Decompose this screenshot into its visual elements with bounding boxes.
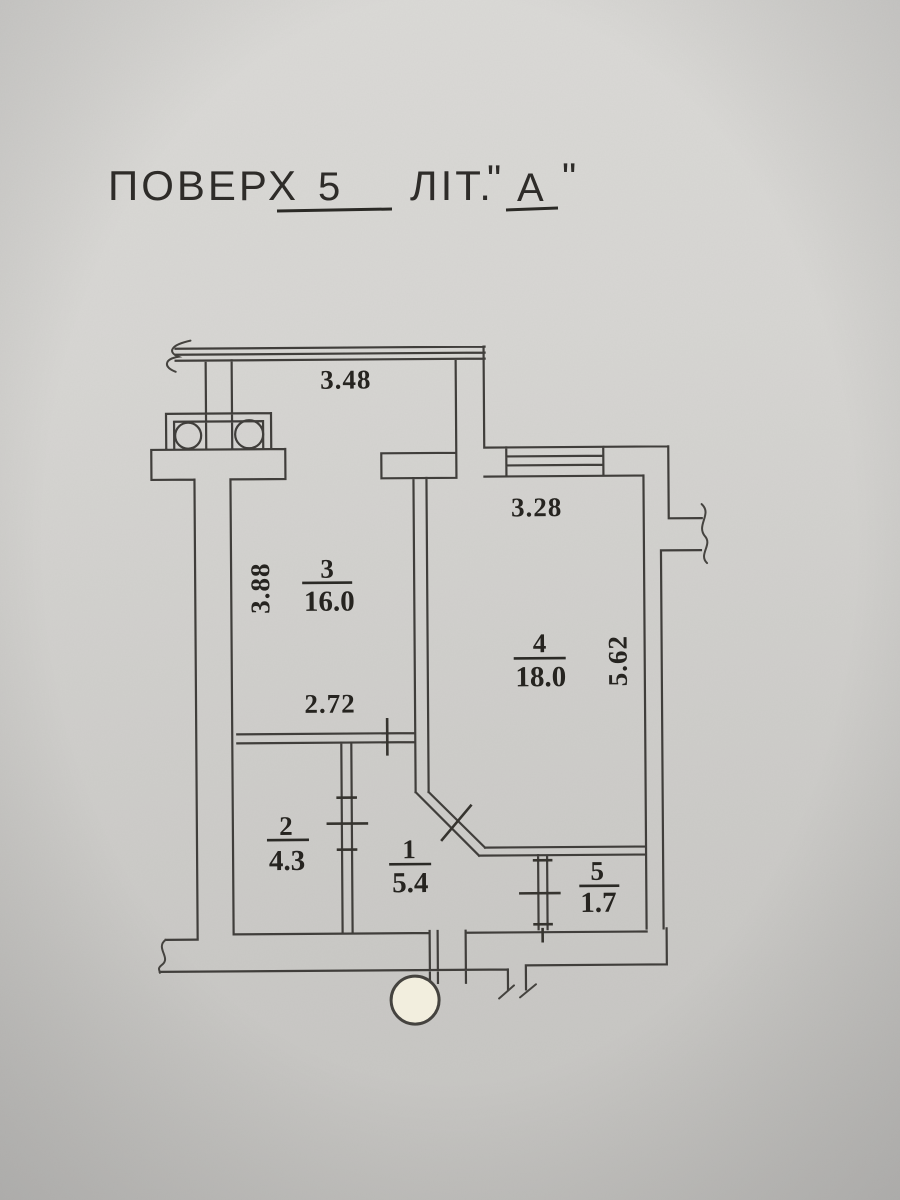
room-label-3: 3 16.0 [302,554,355,618]
door-opening-ticks [326,717,561,943]
letter-label: ЛІТ. [410,162,494,209]
room-number: 1 [402,834,416,864]
dimension-labels: 3.48 3.28 3.88 5.62 2.72 [245,364,633,719]
plan: 3.48 3.28 3.88 5.62 2.72 3 16.0 4 18.0 2… [150,339,709,1026]
room-area: 4.3 [269,845,305,877]
stamp-circle [389,974,441,1026]
floor-label: ПОВЕРХ [108,162,299,209]
title-block: ПОВЕРХ 5 ЛІТ. " А " [108,156,576,213]
riser-pipe-icon [234,419,265,450]
room-label-2: 2 4.3 [266,811,309,877]
riser-pipe-icon [174,421,203,450]
letter-quote-open: " [487,158,501,202]
room-number: 5 [590,856,604,886]
dim-room4-height: 5.62 [603,635,633,686]
room-label-1: 1 5.4 [389,834,432,899]
room-label-4: 4 18.0 [513,628,566,693]
break-line-marks [157,339,709,1000]
room-labels: 3 16.0 4 18.0 2 4.3 1 5.4 5 [266,554,620,919]
room-area: 5.4 [392,867,428,899]
room-number: 3 [320,554,334,584]
plan-walls [150,345,703,991]
room-area: 16.0 [304,586,355,618]
letter-value-underline [505,206,559,212]
dim-room3-width: 2.72 [304,689,355,719]
floor-value: 5 [318,165,340,209]
room-area: 18.0 [515,661,566,693]
room-number: 2 [279,811,293,841]
dim-room3-height: 3.88 [245,562,275,613]
letter-value: А [517,166,544,210]
room-area: 1.7 [580,887,616,919]
dim-balcony-width: 3.48 [320,364,371,394]
letter-quote-close: " [562,156,576,200]
room-label-5: 5 1.7 [579,856,620,919]
dim-room4-width: 3.28 [511,492,562,522]
floor-value-underline [276,207,393,213]
room-number: 4 [533,628,547,658]
